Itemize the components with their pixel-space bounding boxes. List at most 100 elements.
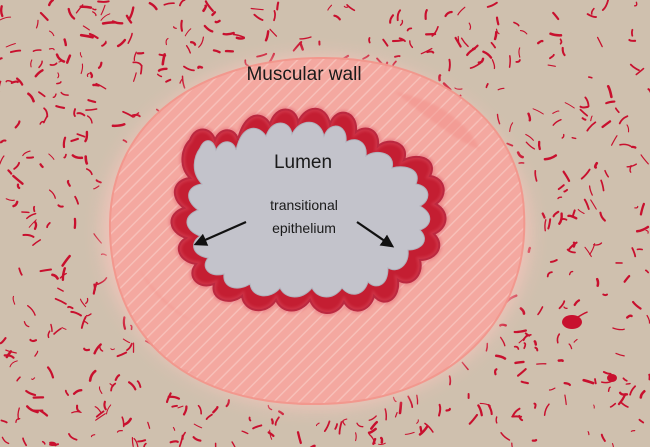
vessel-stroke bbox=[629, 165, 632, 173]
vessel-stroke bbox=[630, 145, 637, 149]
vessel-stroke bbox=[9, 49, 22, 54]
vessel-stroke bbox=[533, 402, 537, 409]
vessel-stroke bbox=[346, 4, 356, 12]
vessel-stroke bbox=[75, 4, 84, 14]
vessel-stroke bbox=[12, 200, 19, 208]
vessel-stroke bbox=[367, 427, 377, 435]
vessel-cluster bbox=[562, 315, 582, 329]
vessel-stroke bbox=[601, 120, 612, 129]
vessel-stroke bbox=[39, 163, 44, 169]
vessel-stroke bbox=[61, 327, 67, 330]
vessel-stroke bbox=[161, 53, 166, 66]
vessel-stroke bbox=[558, 300, 566, 310]
vessel-stroke bbox=[552, 119, 562, 126]
vessel-stroke bbox=[509, 122, 514, 132]
vessel-stroke bbox=[537, 140, 541, 151]
vessel-stroke bbox=[54, 297, 67, 305]
vessel-stroke bbox=[122, 316, 127, 330]
vessel-stroke bbox=[100, 13, 111, 21]
vessel-stroke bbox=[394, 412, 398, 418]
vessel-stroke bbox=[343, 5, 349, 8]
vessel-stroke bbox=[625, 382, 631, 385]
vessel-stroke bbox=[457, 6, 466, 16]
vessel-stroke bbox=[547, 64, 556, 67]
vessel-stroke bbox=[409, 40, 414, 49]
vessel-stroke bbox=[137, 439, 147, 443]
vessel-stroke bbox=[62, 136, 67, 149]
vessel-stroke bbox=[584, 246, 592, 258]
left-arrow bbox=[193, 220, 247, 246]
vessel-stroke bbox=[250, 7, 264, 11]
vessel-stroke bbox=[537, 306, 544, 316]
vessel-stroke bbox=[84, 130, 89, 143]
vessel-stroke bbox=[541, 212, 546, 219]
vessel-stroke bbox=[536, 39, 544, 45]
vessel-stroke bbox=[438, 403, 442, 417]
vessel-stroke bbox=[594, 378, 597, 385]
vessel-stroke bbox=[241, 430, 249, 435]
vessel-stroke bbox=[87, 99, 97, 104]
vessel-stroke bbox=[157, 67, 168, 72]
vessel-stroke bbox=[567, 241, 578, 251]
vessel-stroke bbox=[580, 168, 591, 180]
vessel-stroke bbox=[28, 219, 37, 228]
vessel-stroke bbox=[55, 105, 66, 109]
vessel-stroke bbox=[568, 343, 573, 350]
vessel-stroke bbox=[548, 387, 556, 391]
vessel-stroke bbox=[534, 346, 539, 352]
vessel-stroke bbox=[454, 36, 462, 48]
vessel-stroke bbox=[424, 9, 428, 20]
vessel-stroke bbox=[110, 382, 117, 392]
vessel-stroke bbox=[31, 377, 36, 380]
vessel-stroke bbox=[602, 371, 612, 375]
vessel-stroke bbox=[85, 108, 98, 111]
vessel-stroke bbox=[231, 441, 236, 447]
vessel-stroke bbox=[76, 112, 86, 117]
vessel-stroke bbox=[95, 410, 105, 418]
vessel-stroke bbox=[557, 184, 565, 191]
vessel-stroke bbox=[252, 424, 263, 430]
vessel-stroke bbox=[35, 19, 39, 29]
vessel-stroke bbox=[267, 431, 275, 438]
vessel-stroke bbox=[49, 443, 60, 447]
vessel-stroke bbox=[527, 112, 532, 122]
vessel-stroke bbox=[25, 405, 39, 414]
vessel-stroke bbox=[46, 222, 51, 229]
vessel-stroke bbox=[197, 404, 202, 415]
vessel-stroke bbox=[65, 54, 72, 64]
vessel-stroke bbox=[64, 389, 69, 396]
vessel-stroke bbox=[617, 393, 627, 406]
vessel-stroke bbox=[103, 40, 107, 46]
vessel-stroke bbox=[133, 51, 137, 62]
vessel-stroke bbox=[549, 53, 555, 60]
vessel-stroke bbox=[132, 61, 143, 67]
vessel-stroke bbox=[278, 410, 285, 416]
vessel-stroke bbox=[600, 179, 605, 192]
vessel-stroke bbox=[552, 210, 560, 218]
vessel-stroke bbox=[269, 429, 273, 440]
vessel-stroke bbox=[128, 6, 135, 20]
vessel-stroke bbox=[185, 45, 191, 54]
vessel-stroke bbox=[56, 81, 62, 85]
vessel-stroke bbox=[122, 338, 131, 344]
vessel-stroke bbox=[70, 137, 79, 143]
vessel-stroke bbox=[204, 0, 214, 12]
vessel-stroke bbox=[86, 115, 93, 124]
vessel-stroke bbox=[98, 386, 103, 394]
vessel-stroke bbox=[192, 436, 202, 442]
vessel-stroke bbox=[171, 404, 178, 408]
vessel-stroke bbox=[560, 218, 568, 221]
vessel-stroke bbox=[184, 28, 192, 37]
vessel-stroke bbox=[12, 174, 24, 185]
vessel-stroke bbox=[47, 0, 54, 7]
vessel-stroke bbox=[53, 327, 62, 335]
vessel-stroke bbox=[18, 267, 23, 276]
vessel-stroke bbox=[126, 342, 133, 351]
vessel-stroke bbox=[629, 63, 640, 72]
vessel-stroke bbox=[527, 246, 532, 254]
vessel-stroke bbox=[516, 151, 524, 159]
vessel-stroke bbox=[468, 413, 479, 425]
vessel-stroke bbox=[74, 195, 79, 205]
vessel-stroke bbox=[67, 7, 76, 20]
